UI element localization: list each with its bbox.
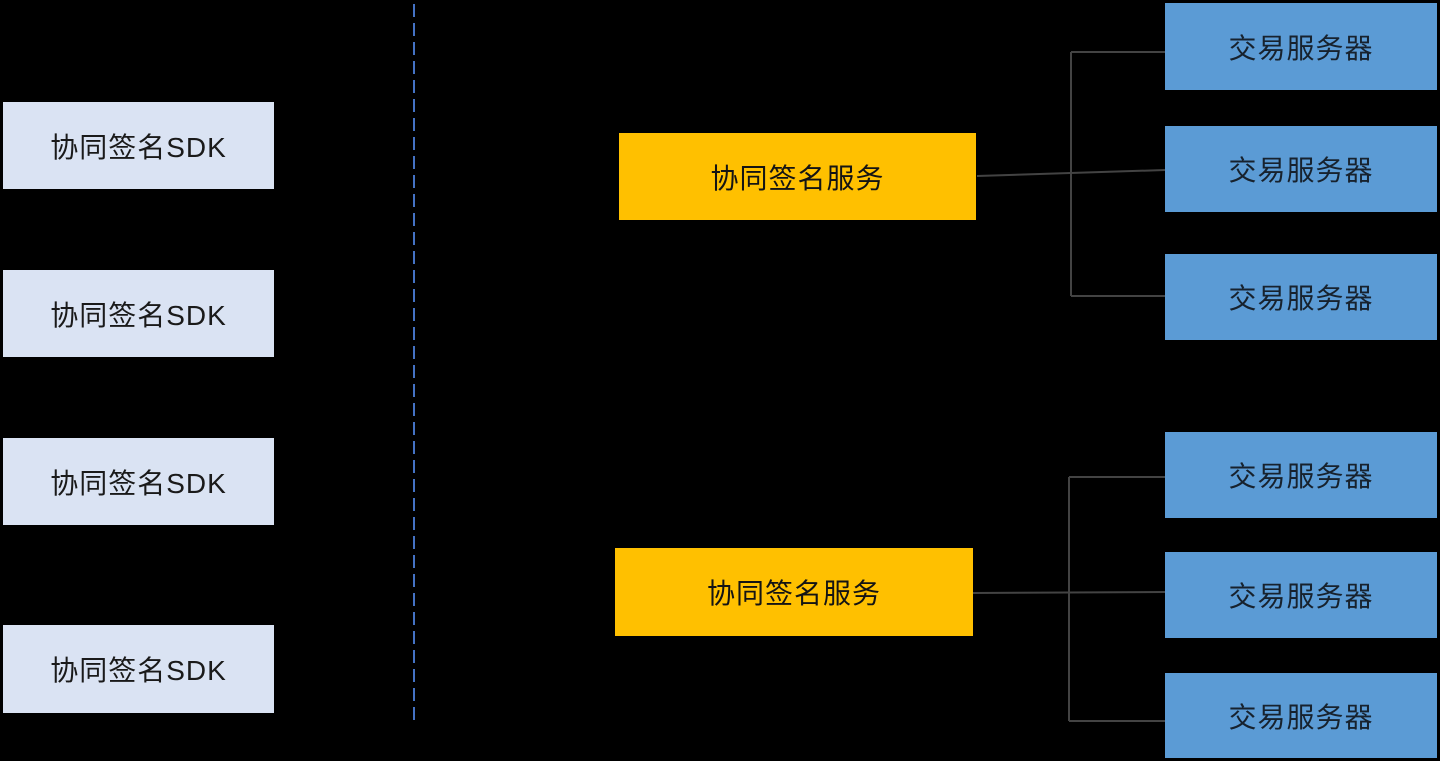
server-node-1: 交易服务器 bbox=[1165, 3, 1437, 90]
server-node-4: 交易服务器 bbox=[1165, 432, 1437, 518]
sdk-node-2: 协同签名SDK bbox=[3, 270, 274, 357]
server-node-6: 交易服务器 bbox=[1165, 673, 1437, 758]
service-node-2: 协同签名服务 bbox=[615, 548, 973, 636]
sdk-node-3: 协同签名SDK bbox=[3, 438, 274, 525]
sdk-node-1: 协同签名SDK bbox=[3, 102, 274, 189]
server-node-2: 交易服务器 bbox=[1165, 126, 1437, 212]
sdk-node-4: 协同签名SDK bbox=[3, 625, 274, 713]
server-node-5: 交易服务器 bbox=[1165, 552, 1437, 638]
service-node-1: 协同签名服务 bbox=[619, 133, 976, 220]
server-node-3: 交易服务器 bbox=[1165, 254, 1437, 340]
